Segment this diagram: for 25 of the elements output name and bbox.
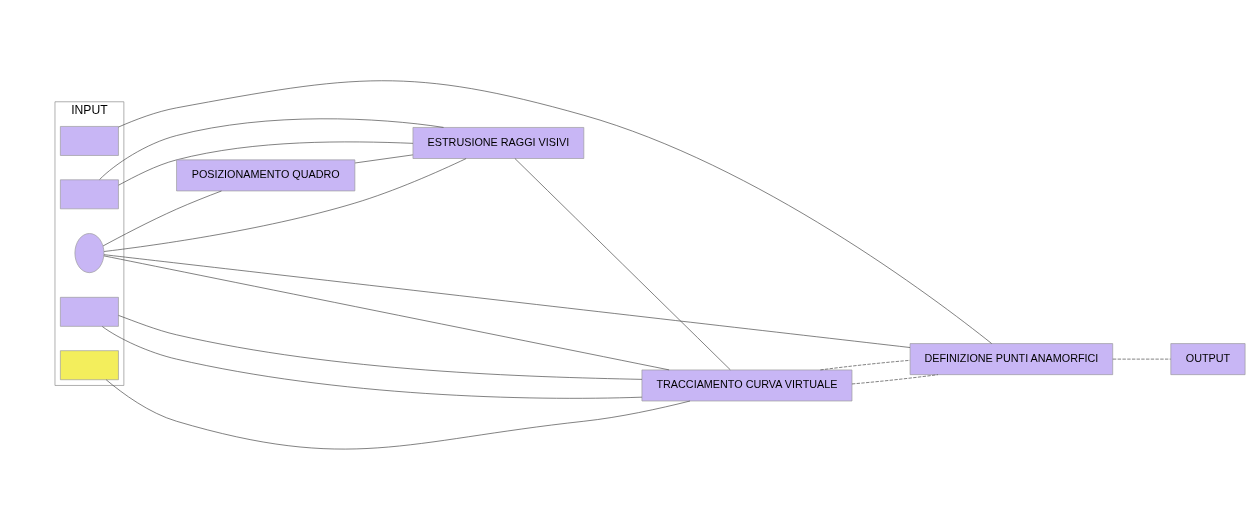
cluster: INPUT (54, 101, 125, 386)
connector (118, 141, 414, 186)
connector (354, 154, 414, 164)
node-box: OUTPUT (1170, 343, 1246, 375)
connector (103, 255, 670, 371)
connector (851, 374, 939, 385)
node-box: ESTRUSIONE RAGGI VISIVI (412, 127, 585, 159)
connector (101, 326, 643, 399)
connector (99, 118, 444, 180)
node-box (60, 126, 119, 156)
connector (514, 158, 731, 371)
connector (118, 80, 992, 344)
node-box: TRACCIAMENTO CURVA VIRTUALE (641, 369, 853, 402)
node-box (60, 297, 119, 327)
node-box: DEFINIZIONE PUNTI ANAMORFICI (909, 343, 1114, 375)
connector (118, 315, 643, 380)
node-circle (74, 233, 105, 273)
connector (820, 360, 911, 371)
node-box (60, 350, 119, 381)
connector (103, 158, 467, 252)
node-box: POSIZIONAMENTO QUADRO (176, 159, 356, 192)
connector (103, 254, 911, 348)
node-box (60, 179, 119, 210)
connector (102, 190, 222, 247)
connector (105, 379, 691, 450)
